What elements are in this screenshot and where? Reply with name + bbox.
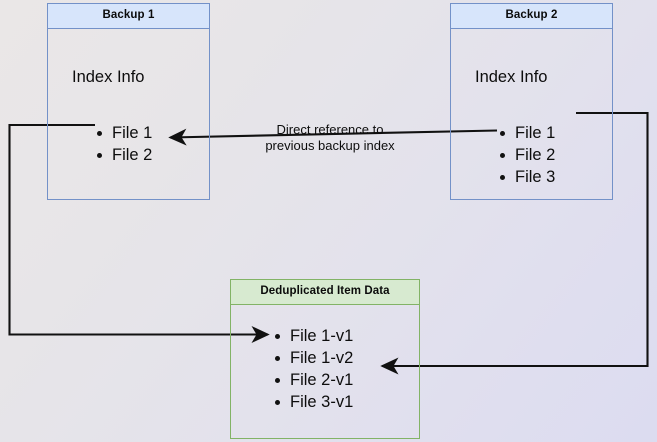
list-item: File 3-v1 bbox=[274, 391, 353, 413]
backup-2-header: Backup 2 bbox=[451, 4, 612, 29]
backup-1-index-label: Index Info bbox=[72, 67, 145, 86]
list-item: File 1-v1 bbox=[274, 325, 353, 347]
backup-2-body: Index Info File 1 File 2 File 3 bbox=[451, 29, 612, 200]
backup-1-item-list: File 1 File 2 bbox=[96, 122, 152, 166]
backup-1-body: Index Info File 1 File 2 bbox=[48, 29, 209, 200]
deduplicated-item-data-box[interactable]: Deduplicated Item Data File 1-v1 File 1-… bbox=[230, 279, 420, 439]
backup-1-box[interactable]: Backup 1 Index Info File 1 File 2 bbox=[47, 3, 210, 200]
dedup-item-list: File 1-v1 File 1-v2 File 2-v1 File 3-v1 bbox=[274, 325, 353, 413]
list-item: File 2-v1 bbox=[274, 369, 353, 391]
list-item: File 1 bbox=[96, 122, 152, 144]
deduplicated-item-data-body: File 1-v1 File 1-v2 File 2-v1 File 3-v1 bbox=[231, 305, 419, 439]
list-item: File 3 bbox=[499, 166, 555, 188]
backup-2-box[interactable]: Backup 2 Index Info File 1 File 2 File 3 bbox=[450, 3, 613, 200]
backup-2-index-label: Index Info bbox=[475, 67, 548, 86]
list-item: File 1 bbox=[499, 122, 555, 144]
deduplicated-item-data-header: Deduplicated Item Data bbox=[231, 280, 419, 305]
list-item: File 2 bbox=[96, 144, 152, 166]
direct-reference-label: Direct reference to previous backup inde… bbox=[265, 122, 395, 153]
list-item: File 1-v2 bbox=[274, 347, 353, 369]
list-item: File 2 bbox=[499, 144, 555, 166]
backup-1-header: Backup 1 bbox=[48, 4, 209, 29]
backup-2-item-list: File 1 File 2 File 3 bbox=[499, 122, 555, 188]
